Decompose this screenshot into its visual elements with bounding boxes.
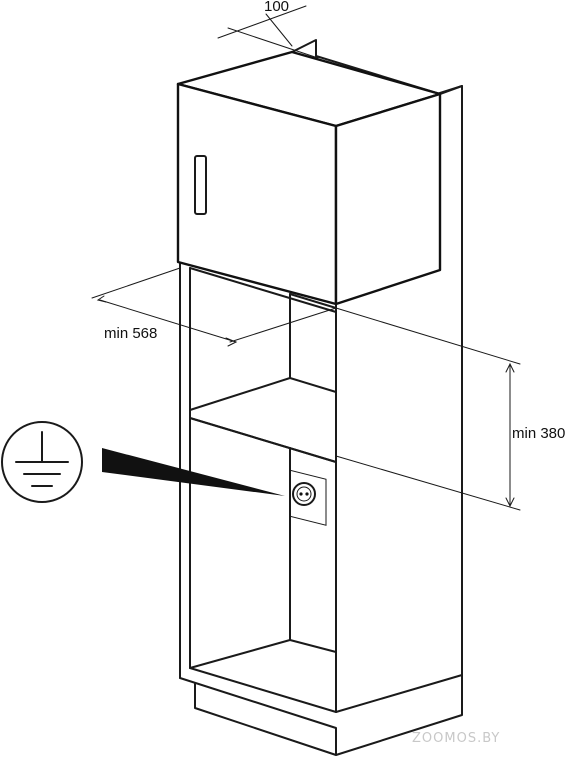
dimension-label-100: 100 [264, 0, 289, 15]
appliance-handle [194, 155, 207, 215]
dimension-niche-height: min 380 [335, 307, 565, 511]
dimension-label-min-380: min 380 [512, 425, 565, 442]
appliance-side-face [334, 92, 442, 306]
niche-rear-corner [189, 267, 337, 313]
cabinet-plinth [179, 674, 463, 756]
ground-icon [1, 421, 83, 503]
lower-floor [189, 639, 337, 669]
watermark: ZOOMOS.BY [412, 731, 500, 746]
power-socket-icon [292, 482, 316, 506]
lower-compartment [189, 417, 337, 713]
dimension-depth-offset: 100 [217, 0, 319, 59]
niche-shelf [189, 377, 337, 463]
socket-plate [289, 469, 327, 526]
arrow-pointer-icon [102, 448, 285, 496]
appliance-box [176, 50, 442, 306]
dimension-label-min-568: min 568 [104, 325, 157, 342]
dimension-niche-depth: min 568 [91, 267, 337, 347]
lower-compartment-outline [189, 417, 337, 713]
